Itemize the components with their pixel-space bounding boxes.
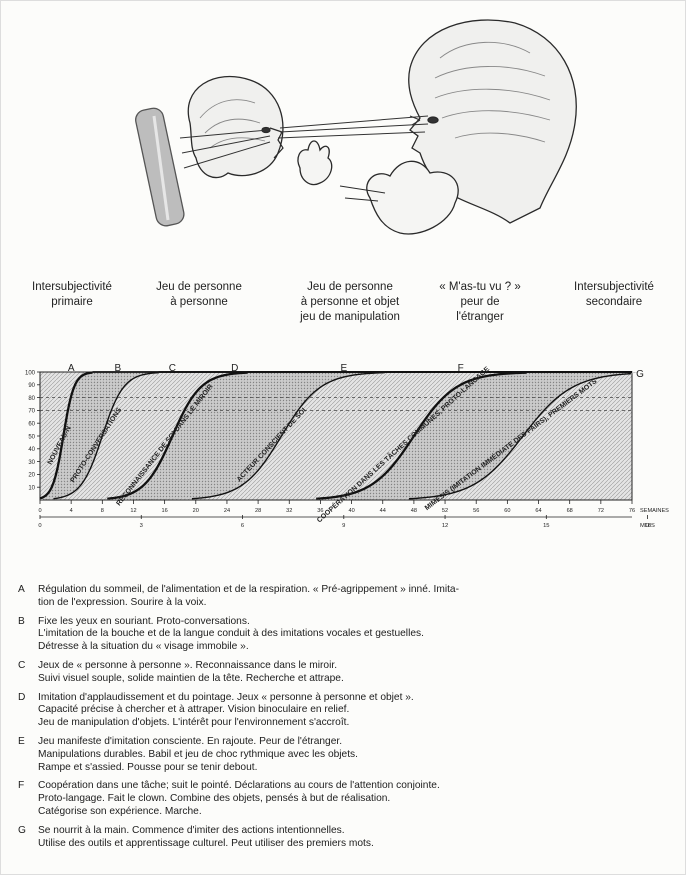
x-week-label: 64 [535,508,541,514]
y-tick-label: 40 [28,447,35,453]
x-week-label: 12 [130,508,136,514]
mother-infant-illustration [120,8,590,253]
legend-item-c: C Jeux de « personne à personne ». Recon… [18,660,668,686]
legend-line: Imitation d'applaudissement et du pointa… [38,692,668,705]
legend-letter: C [18,660,32,673]
legend-letter: A [18,584,32,597]
legend-line: Coopération dans une tâche; suit le poin… [38,780,668,793]
y-tick-label: 60 [28,422,35,428]
legend-letter: G [18,825,32,838]
x-week-label: 56 [473,508,479,514]
development-chart: NOUVEAU-NPROTO-CONVERSATIONSRECONNAISSAN… [0,360,686,575]
stage-label-person-object-play: Jeu de personne à personne et objet jeu … [275,280,425,325]
y-tick-label: 70 [28,409,35,415]
legend-line: Jeux de « personne à personne ». Reconna… [38,660,668,673]
stage-label-stranger-fear: « M'as-tu vu ? » peur de l'étranger [425,280,535,325]
stage-label-person-person-play: Jeu de personne à personne [135,280,263,310]
x-week-label: 0 [38,508,41,514]
legend-line: tion de l'expression. Sourire à la voix. [38,597,668,610]
x-week-label: 52 [442,508,448,514]
x-week-label: 76 [629,508,635,514]
legend-line: Se nourrit à la main. Commence d'imiter … [38,825,668,838]
legend-item-a: A Régulation du sommeil, de l'alimentati… [18,584,668,610]
y-tick-label: 50 [28,434,35,440]
legend-line: Proto-langage. Fait le clown. Combine de… [38,793,668,806]
x-week-label: 28 [255,508,261,514]
x-week-label: 44 [380,508,386,514]
legend-line: Détresse à la situation du « visage immo… [38,641,668,654]
x-week-label: 20 [193,508,199,514]
x-month-label: 0 [38,523,41,529]
x-week-label: 4 [70,508,73,514]
legend-item-g: G Se nourrit à la main. Commence d'imite… [18,825,668,851]
x-month-label: 3 [140,523,143,529]
stage-letter-b: B [115,363,122,374]
legend-item-b: B Fixe les yeux en souriant. Proto-conve… [18,616,668,654]
legend-line: Utilise des outils et apprentissage cult… [38,838,668,851]
x-month-label: 12 [442,523,448,529]
stage-letter-e: E [340,363,347,374]
legend-letter: F [18,780,32,793]
x-month-label: 6 [241,523,244,529]
x-week-label: 36 [317,508,323,514]
stage-label-primary-intersubjectivity: Intersubjectivité primaire [12,280,132,310]
legend-line: Fixe les yeux en souriant. Proto-convers… [38,616,668,629]
legend-item-d: D Imitation d'applaudissement et du poin… [18,692,668,730]
legend-letter: B [18,616,32,629]
stage-letter-g: G [636,369,644,380]
legend-line: Catégorise son expérience. Marche. [38,806,668,819]
legend-letter: E [18,736,32,749]
x-week-label: 32 [286,508,292,514]
x-week-label: 40 [348,508,354,514]
stage-letter-f: F [458,363,464,374]
y-tick-label: 100 [25,370,36,376]
stage-label-secondary-intersubjectivity: Intersubjectivité secondaire [545,280,683,310]
stage-letter-a: A [68,363,75,374]
y-tick-label: 20 [28,473,35,479]
x-week-label: 68 [567,508,573,514]
legend-line: Régulation du sommeil, de l'alimentation… [38,584,668,597]
legend-line: Manipulations durables. Babil et jeu de … [38,749,668,762]
x-month-label: 9 [342,523,345,529]
x-week-label: 24 [224,508,230,514]
y-tick-label: 80 [28,396,35,402]
x-week-label: 16 [162,508,168,514]
mirror-icon [134,106,186,227]
legend-line: Rampe et s'assied. Pousse pour se tenir … [38,762,668,775]
x-week-label: 8 [101,508,104,514]
x-weeks-unit: SEMAINES [640,508,669,514]
stage-letter-c: C [169,363,176,374]
legend-line: Jeu manifeste d'imitation consciente. En… [38,736,668,749]
legend-line: Suivi visuel souple, solide maintien de … [38,673,668,686]
legend-item-e: E Jeu manifeste d'imitation consciente. … [18,736,668,774]
x-week-label: 60 [504,508,510,514]
x-months-unit: MOIS [640,523,655,529]
x-week-label: 72 [598,508,604,514]
y-tick-label: 90 [28,383,35,389]
legend-line: Capacité précise à chercher et à attrape… [38,704,668,717]
legend-letter: D [18,692,32,705]
x-month-label: 15 [543,523,549,529]
legend-line: L'imitation de la bouche et de la langue… [38,628,668,641]
y-tick-label: 30 [28,460,35,466]
infant-hand-icon [298,141,332,185]
adult-hand-icon [340,161,458,234]
legend-line: Jeu de manipulation d'objets. L'intérêt … [38,717,668,730]
legend-item-f: F Coopération dans une tâche; suit le po… [18,780,668,818]
stage-legend: A Régulation du sommeil, de l'alimentati… [18,584,668,856]
y-tick-label: 10 [28,486,35,492]
x-week-label: 48 [411,508,417,514]
stage-letter-d: D [231,363,238,374]
